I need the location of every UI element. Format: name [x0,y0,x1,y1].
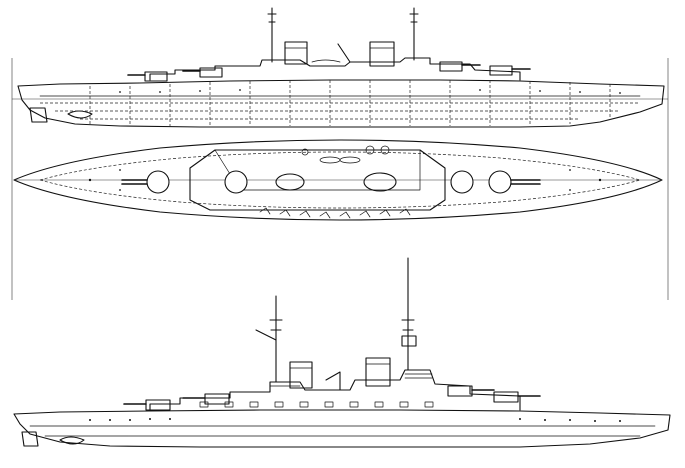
outboard-propeller [59,436,85,445]
outboard-masts [255,257,417,383]
plan-turret-d [488,170,512,194]
outboard-casemates [199,401,434,408]
forward-funnel [284,41,308,65]
inboard-masts [267,7,419,63]
turret-d-profile [489,65,513,76]
outboard-turret-b [204,393,230,405]
deck-plan-view [13,139,663,221]
turret-c-profile [439,61,463,72]
plan-boats [301,145,390,164]
bulkhead-lines [89,80,611,126]
inboard-profile-view [11,7,669,300]
plan-forward-funnel [275,173,305,191]
plan-superstructure [189,149,446,211]
bridge-details [269,373,433,387]
inboard-superstructure [149,57,521,81]
outboard-turret-c [447,385,473,397]
turret-b-profile [199,67,223,78]
outboard-aft-funnel [365,357,391,387]
outboard-turret-d [493,391,519,403]
inboard-gun-barrels [127,64,531,76]
outboard-portholes [89,418,621,422]
outboard-rudder [21,431,39,447]
outboard-turret-a [145,399,171,411]
plan-deck-fittings [88,169,602,191]
plan-turret-c [450,170,474,194]
turret-a-profile [144,71,168,82]
boat-crane [337,43,351,63]
inboard-portholes [119,89,621,94]
outboard-forward-funnel [289,361,313,389]
rudder-shape [29,107,48,123]
plan-aft-funnel [363,172,397,192]
outboard-hull-outline [13,409,671,448]
inboard-hull-outline [17,79,665,128]
plan-turret-b [224,170,248,194]
aft-funnel [369,41,395,67]
outboard-boat-crane [325,371,341,391]
plan-turrets [121,170,541,194]
plan-turret-a [146,170,170,194]
plan-secondary-guns [259,207,411,219]
outboard-profile-view [13,257,671,448]
outboard-gun-barrels [123,389,541,405]
propeller-shape [67,110,93,119]
